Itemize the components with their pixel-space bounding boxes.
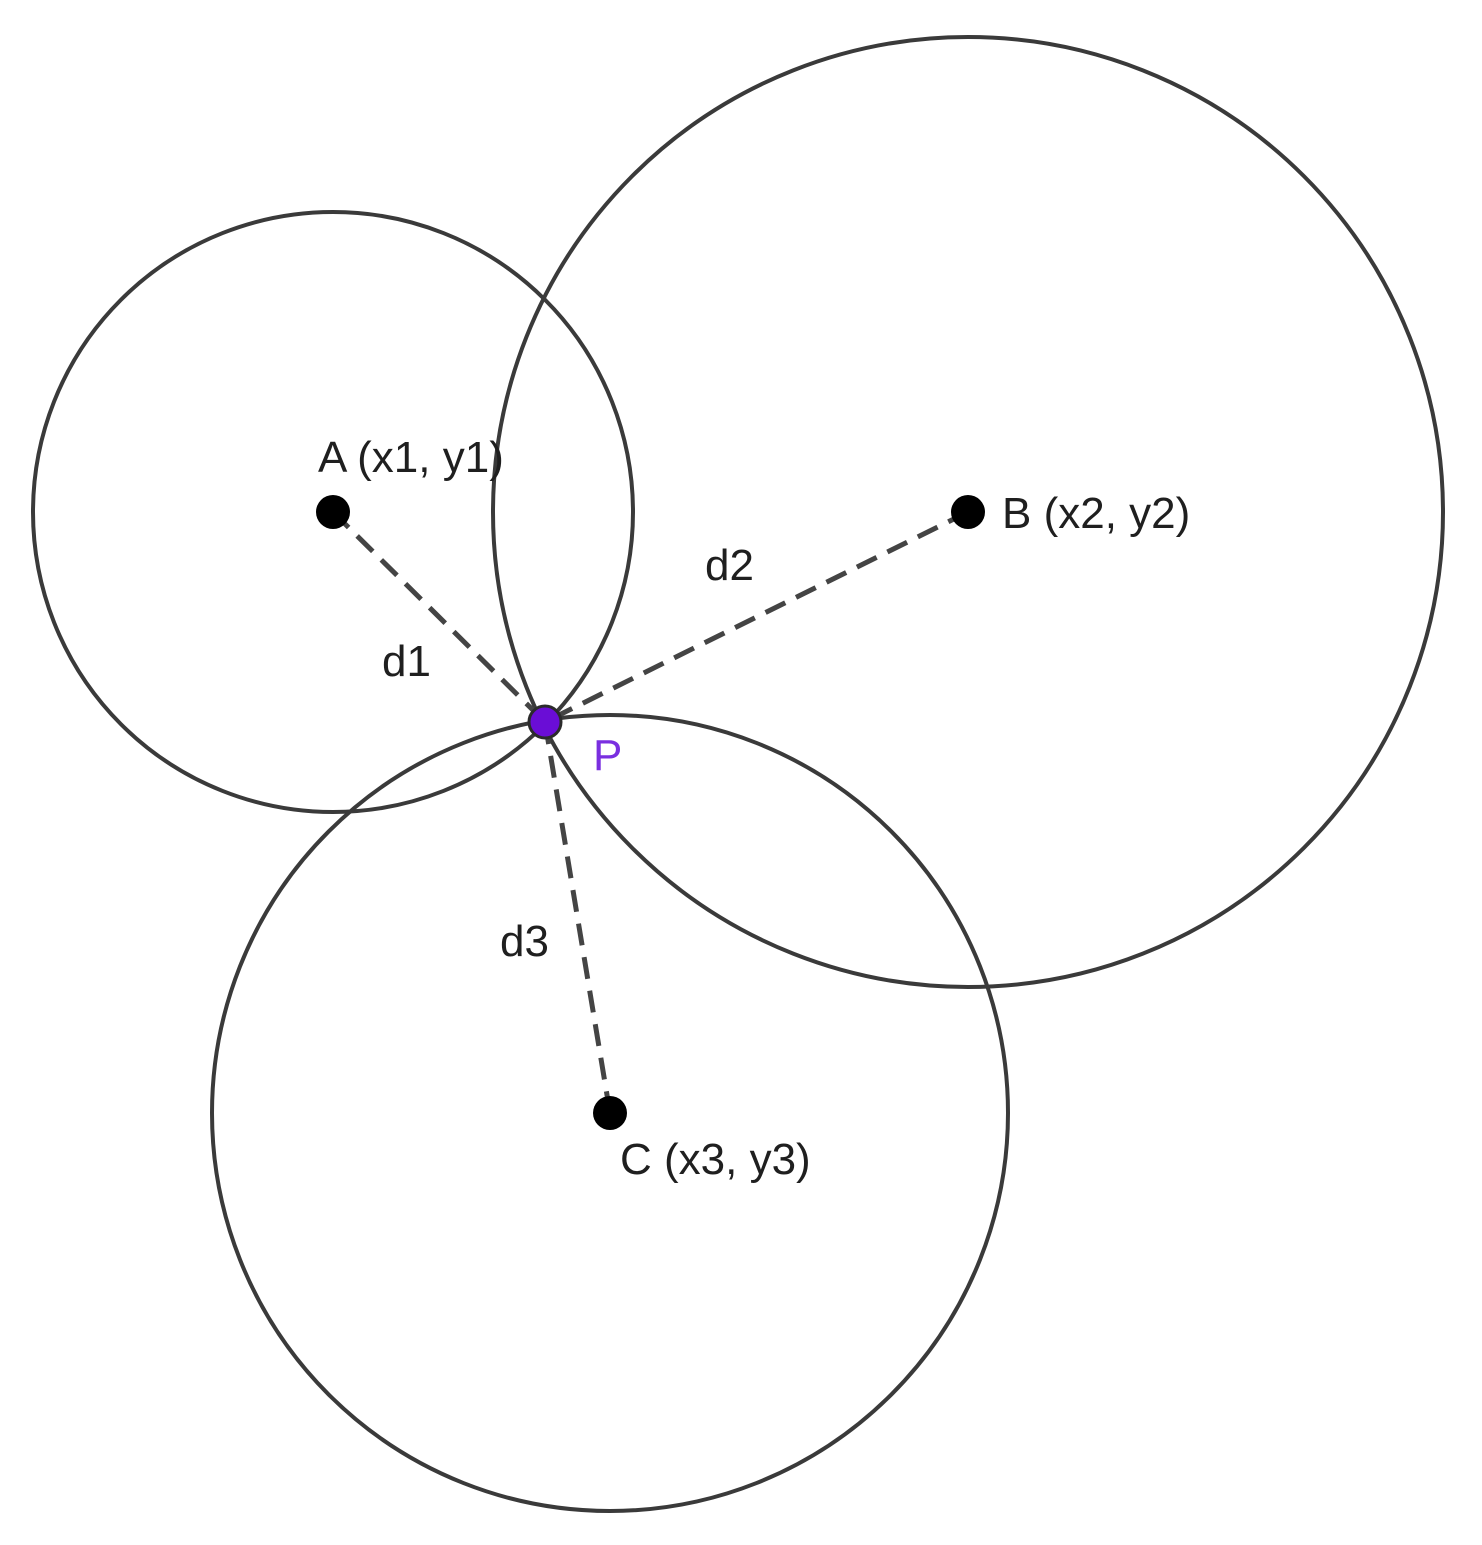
segment-d1 — [331, 510, 547, 724]
circle-a — [31, 210, 635, 814]
segment-d1-label: d1 — [382, 637, 431, 686]
point-b-label: B (x2, y2) — [1002, 489, 1190, 538]
point-p — [527, 704, 563, 740]
point-c-label: C (x3, y3) — [620, 1135, 811, 1184]
point-a-label: A (x1, y1) — [318, 433, 504, 482]
point-p-label: P — [593, 731, 622, 780]
segment-d2 — [543, 509, 970, 725]
point-c — [593, 1096, 627, 1130]
circle-b — [491, 35, 1445, 989]
circle-c — [210, 713, 1010, 1513]
point-b — [951, 495, 985, 529]
segment-d2-label: d2 — [705, 541, 754, 590]
point-a — [316, 495, 350, 529]
segment-d3-label: d3 — [500, 917, 549, 966]
